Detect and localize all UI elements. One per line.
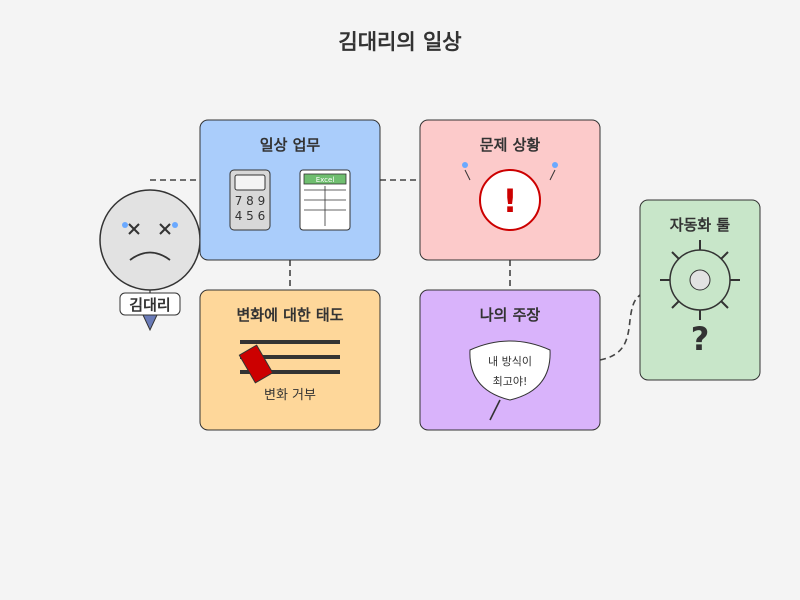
person-name: 김대리 xyxy=(129,296,170,314)
bubble-line-1: 내 방식이 xyxy=(488,355,532,368)
calculator-row-2: 4 5 6 xyxy=(235,209,266,223)
question-mark: ? xyxy=(691,320,710,358)
bubble-line-2: 최고야! xyxy=(493,375,528,388)
box-daily-work-label: 일상 업무 xyxy=(260,136,321,154)
person-pointer xyxy=(143,315,157,330)
person-kim: 김대리 xyxy=(100,190,200,330)
box-daily-work: 일상 업무 7 8 9 4 5 6 Excel xyxy=(200,120,380,260)
box-problem: 문제 상황 ! xyxy=(420,120,600,260)
box-claim-label: 나의 주장 xyxy=(480,306,541,324)
spreadsheet-header: Excel xyxy=(316,176,335,184)
sweat-drop-icon xyxy=(122,222,128,228)
connector-claim-automation xyxy=(600,295,640,360)
box-automation: 자동화 툴 ? xyxy=(640,200,760,380)
calculator-icon: 7 8 9 4 5 6 xyxy=(230,170,270,230)
box-attitude: 변화에 대한 태도 변화 거부 xyxy=(200,290,380,430)
diagram-title: 김대리의 일상 xyxy=(338,30,461,54)
calculator-row-1: 7 8 9 xyxy=(235,194,266,208)
sweat-drop-icon xyxy=(172,222,178,228)
alert-symbol: ! xyxy=(503,182,518,220)
refusal-caption: 변화 거부 xyxy=(264,388,316,403)
spreadsheet-icon: Excel xyxy=(300,170,350,230)
face-circle xyxy=(100,190,200,290)
box-claim: 나의 주장 내 방식이 최고야! xyxy=(420,290,600,430)
box-attitude-label: 변화에 대한 태도 xyxy=(236,306,343,324)
box-problem-label: 문제 상황 xyxy=(480,136,541,154)
box-automation-label: 자동화 툴 xyxy=(670,216,731,234)
gear-icon xyxy=(660,240,740,320)
